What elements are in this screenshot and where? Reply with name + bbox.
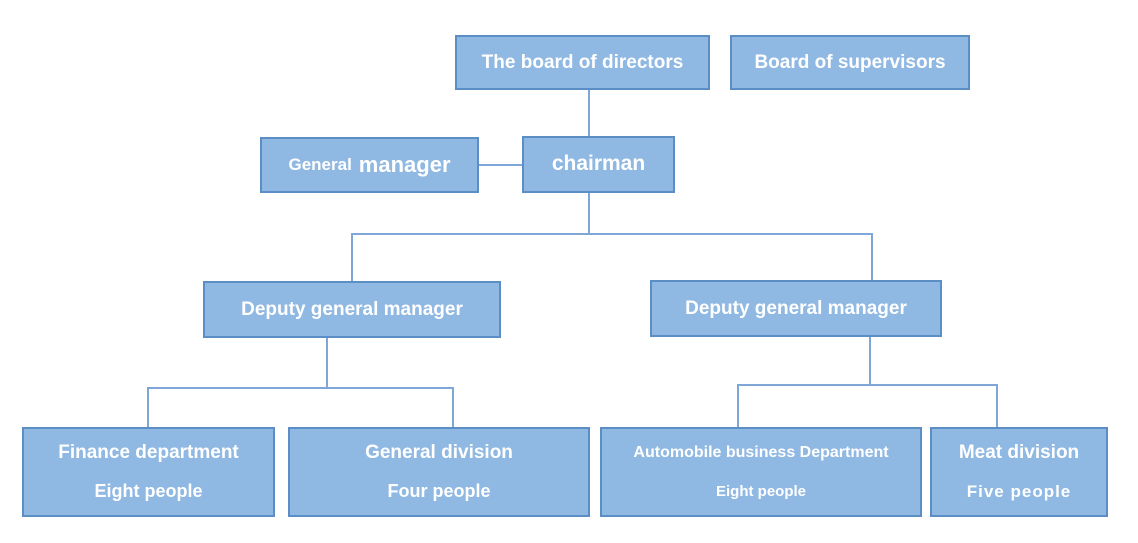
org-box-automobile-business-department: Automobile business Department Eight peo… — [600, 427, 922, 517]
org-box-headcount: Eight people — [716, 483, 806, 501]
org-box-headcount: Eight people — [94, 481, 203, 502]
org-box-label: Deputy general manager — [241, 298, 463, 320]
org-box-general-division: General division Four people — [288, 427, 590, 517]
org-box-title: General division — [365, 441, 513, 463]
connector-drop-meat-division — [996, 384, 998, 427]
org-box-label-large: manager — [358, 152, 451, 178]
connector-drop-general-division — [452, 387, 454, 427]
org-box-label: Deputy general manager — [685, 297, 907, 319]
connector-board-to-chairman — [588, 90, 590, 136]
org-box-finance-department: Finance department Eight people — [22, 427, 275, 517]
org-box-label-small: General — [288, 155, 352, 175]
org-box-title: Automobile business Department — [633, 443, 889, 461]
org-box-board-of-supervisors: Board of supervisors — [730, 35, 970, 90]
connector-chairman-down — [588, 193, 590, 233]
org-box-label: The board of directors — [481, 51, 684, 73]
org-box-label: Board of supervisors — [754, 51, 946, 73]
org-box-deputy-general-manager-right: Deputy general manager — [650, 280, 942, 337]
org-box-label: chairman — [551, 152, 646, 176]
org-box-deputy-general-manager-left: Deputy general manager — [203, 281, 501, 338]
org-box-title: Finance department — [58, 441, 239, 463]
connector-gm-to-chairman — [479, 164, 522, 166]
connector-drop-deputy-left — [351, 233, 353, 281]
connector-right-bus — [737, 384, 997, 386]
connector-deputy-bus — [351, 233, 872, 235]
org-box-headcount: Five people — [966, 482, 1072, 502]
connector-deputy-left-down — [326, 338, 328, 388]
org-box-board-of-directors: The board of directors — [455, 35, 710, 90]
connector-deputy-right-down — [869, 337, 871, 385]
org-box-meat-division: Meat division Five people — [930, 427, 1108, 517]
org-box-title: Meat division — [958, 442, 1080, 464]
connector-drop-finance — [147, 387, 149, 427]
connector-drop-deputy-right — [871, 233, 873, 280]
connector-drop-automobile — [737, 384, 739, 427]
org-box-general-manager: General manager — [260, 137, 479, 193]
org-box-headcount: Four people — [387, 481, 491, 502]
connector-left-bus — [147, 387, 453, 389]
org-box-chairman: chairman — [522, 136, 675, 193]
